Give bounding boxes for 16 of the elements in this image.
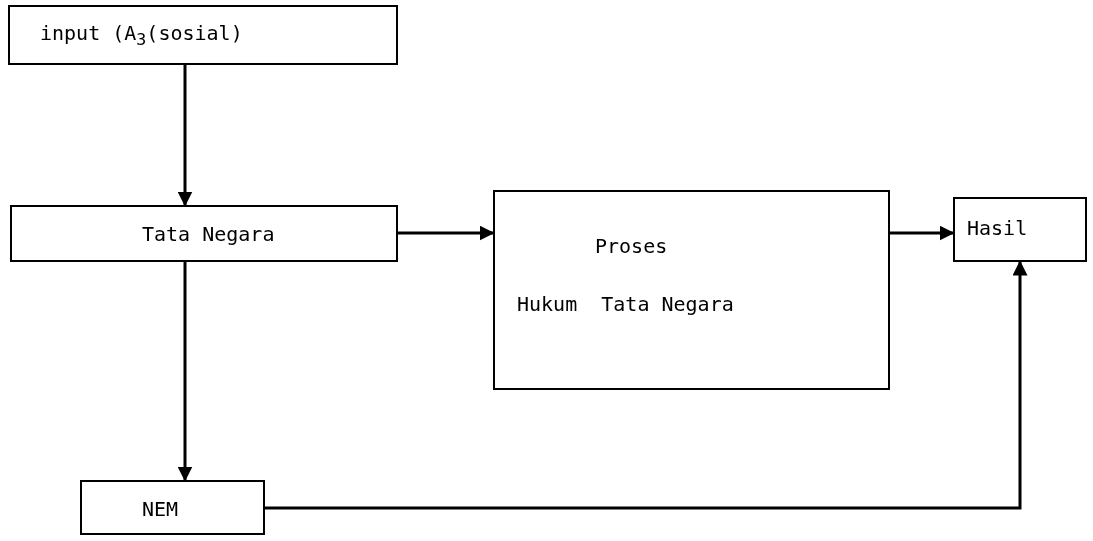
box-label: Hasil bbox=[967, 216, 1028, 240]
process-box bbox=[8, 5, 398, 65]
process-box bbox=[953, 197, 1087, 262]
arrow bbox=[177, 262, 193, 482]
process-box bbox=[493, 190, 890, 390]
arrow bbox=[177, 65, 193, 207]
process-box bbox=[80, 480, 265, 535]
arrow bbox=[398, 225, 495, 241]
box-label: NEM bbox=[142, 497, 179, 521]
box-label: Tata Negara bbox=[142, 222, 275, 246]
box-label: Hukum Tata Negara bbox=[517, 292, 734, 316]
box-label: input (A$_{3}$(sosial) bbox=[40, 21, 243, 49]
arrow bbox=[890, 225, 955, 241]
arrow bbox=[265, 260, 1028, 510]
process-box bbox=[10, 205, 398, 262]
box-label: Proses bbox=[595, 234, 668, 258]
